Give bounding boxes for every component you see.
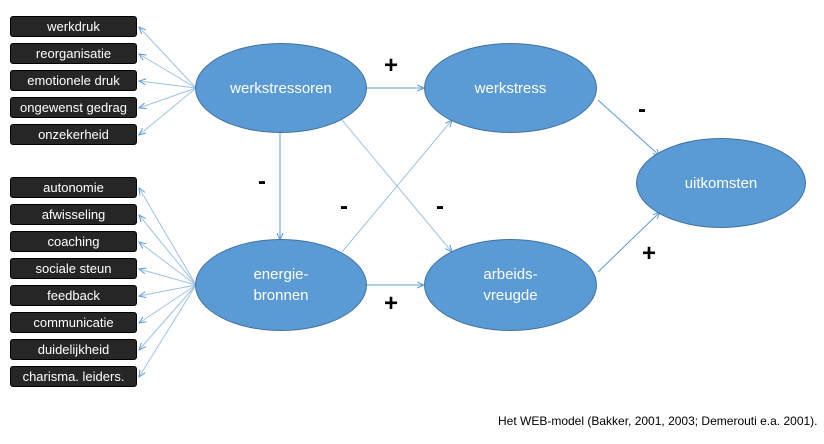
node-werkstressoren: werkstressoren (195, 43, 367, 133)
resource-item: feedback (10, 285, 137, 306)
arrow-stress-uitkomsten (597, 99, 660, 156)
node-werkstress: werkstress (424, 43, 597, 133)
stressor-item: onzekerheid (10, 124, 137, 145)
sign-stressoren-bronnen: - (258, 168, 266, 195)
figure-caption: Het WEB-model (Bakker, 2001, 2003; Demer… (498, 414, 818, 428)
stressor-item: werkdruk (10, 16, 137, 37)
sign-stressoren-vreugde: - (436, 193, 444, 220)
sign-stress-uitkomsten: - (638, 96, 646, 123)
sign-vreugde-uitkomsten: + (642, 240, 657, 267)
resource-item: charisma. leiders. (10, 366, 137, 387)
resource-item: communicatie (10, 312, 137, 333)
node-arbeidsvreugde: arbeids- vreugde (424, 239, 597, 331)
sign-stressoren-stress: + (384, 52, 399, 79)
node-uitkomsten: uitkomsten (636, 138, 806, 228)
stressor-item: emotionele druk (10, 70, 137, 91)
node-energiebronnen: energie- bronnen (195, 239, 367, 331)
sign-bronnen-vreugde: + (384, 290, 399, 317)
fan-arrows-bronnen (139, 188, 197, 377)
arrow-stressoren-vreugde (341, 119, 452, 252)
stressor-item: reorganisatie (10, 43, 137, 64)
arrow-vreugde-uitkomsten (597, 212, 660, 273)
resource-item: sociale steun (10, 258, 137, 279)
resource-item: autonomie (10, 177, 137, 198)
fan-arrows-stressoren (139, 27, 197, 135)
stressor-item: ongewenst gedrag (10, 97, 137, 118)
resource-item: coaching (10, 231, 137, 252)
resource-item: afwisseling (10, 204, 137, 225)
sign-bronnen-stress: - (340, 193, 348, 220)
resource-item: duidelijkheid (10, 339, 137, 360)
